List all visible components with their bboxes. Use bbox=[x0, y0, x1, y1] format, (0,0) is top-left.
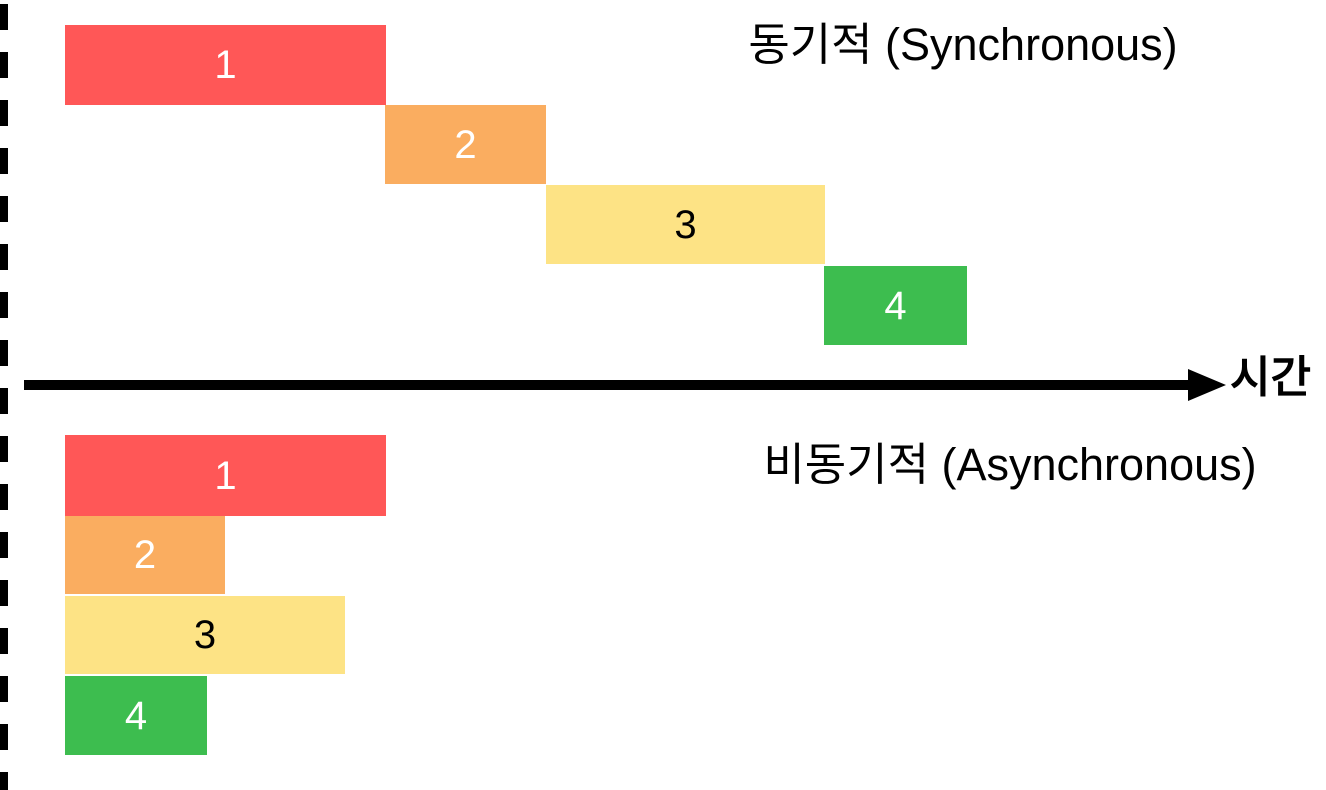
sync-task-label-4: 4 bbox=[884, 283, 907, 328]
sync-task-bar-2: 2 bbox=[385, 105, 546, 184]
sync-task-bar-3: 3 bbox=[546, 185, 825, 264]
sync-task-label-2: 2 bbox=[454, 122, 477, 167]
async-task-bar-4: 4 bbox=[65, 676, 207, 755]
async-task-bar-3: 3 bbox=[65, 596, 345, 674]
async-task-bar-1: 1 bbox=[65, 435, 386, 516]
async-section-title: 비동기적 (Asynchronous) bbox=[763, 439, 1257, 490]
time-axis-line bbox=[24, 380, 1192, 390]
async-task-label-1: 1 bbox=[214, 453, 237, 498]
sync-task-bar-1: 1 bbox=[65, 25, 386, 105]
async-task-label-3: 3 bbox=[193, 613, 217, 657]
time-axis-arrowhead-icon bbox=[1188, 369, 1226, 401]
async-task-label-2: 2 bbox=[133, 533, 157, 577]
timeline-start-dashed-line bbox=[0, 4, 8, 790]
sync-task-label-1: 1 bbox=[214, 43, 237, 87]
time-axis-label: 시간 bbox=[1230, 353, 1311, 402]
async-task-bar-2: 2 bbox=[65, 516, 225, 594]
sync-task-label-3: 3 bbox=[674, 202, 697, 247]
sync-section-title: 동기적 (Synchronous) bbox=[748, 19, 1178, 70]
async-task-label-4: 4 bbox=[124, 693, 148, 738]
sync-task-bar-4: 4 bbox=[824, 266, 967, 345]
